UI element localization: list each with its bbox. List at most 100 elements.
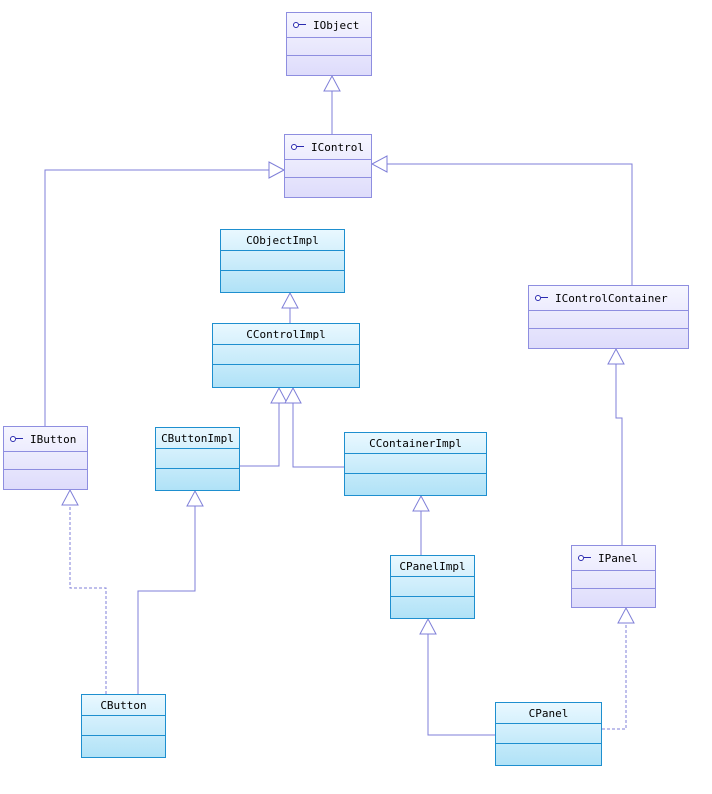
class-header: CContainerImpl bbox=[345, 433, 486, 453]
inheritance-arrowhead-icon bbox=[284, 386, 302, 404]
relation-line bbox=[69, 505, 107, 694]
class-header: IControlContainer bbox=[529, 286, 688, 310]
class-name: IControlContainer bbox=[555, 291, 668, 305]
operations-compartment bbox=[287, 55, 371, 75]
class-name: CButtonImpl bbox=[161, 431, 234, 445]
class-box-cbuttonimpl[interactable]: CButtonImpl bbox=[155, 427, 240, 491]
class-name: IPanel bbox=[598, 551, 638, 565]
relation-line bbox=[427, 634, 495, 736]
class-box-ipanel[interactable]: IPanel bbox=[571, 545, 656, 608]
class-box-ccontainerimpl[interactable]: CContainerImpl bbox=[344, 432, 487, 496]
relation-line bbox=[240, 403, 280, 467]
interface-lollipop-icon bbox=[578, 554, 592, 562]
class-box-ibutton[interactable]: IButton bbox=[3, 426, 88, 490]
attributes-compartment bbox=[213, 344, 359, 364]
operations-compartment bbox=[345, 473, 486, 495]
attributes-compartment bbox=[287, 37, 371, 55]
interface-lollipop-icon bbox=[293, 21, 307, 29]
inheritance-arrowhead-icon bbox=[419, 617, 437, 635]
inheritance-arrowhead-icon bbox=[323, 74, 341, 92]
attributes-compartment bbox=[529, 310, 688, 328]
relation-line bbox=[137, 506, 196, 694]
inheritance-arrowhead-icon bbox=[412, 494, 430, 512]
operations-compartment bbox=[496, 743, 601, 765]
class-name: IControl bbox=[311, 140, 364, 154]
inheritance-arrowhead-icon bbox=[186, 489, 204, 507]
inheritance-arrowhead-icon bbox=[270, 386, 288, 404]
class-name: CButton bbox=[100, 698, 147, 712]
operations-compartment bbox=[285, 177, 371, 197]
class-header: CControlImpl bbox=[213, 324, 359, 344]
class-header: IPanel bbox=[572, 546, 655, 570]
operations-compartment bbox=[156, 468, 239, 490]
relation-line bbox=[602, 623, 627, 730]
relation-ccontrolimpl-to-cobjectimpl bbox=[281, 291, 299, 323]
class-box-cobjectimpl[interactable]: CObjectImpl bbox=[220, 229, 345, 293]
inheritance-arrowhead-icon bbox=[607, 347, 625, 365]
class-box-cbutton[interactable]: CButton bbox=[81, 694, 166, 758]
relation-cbutton-to-cbuttonimpl bbox=[137, 489, 204, 694]
operations-compartment bbox=[391, 596, 474, 618]
attributes-compartment bbox=[82, 715, 165, 735]
class-name: CObjectImpl bbox=[246, 233, 319, 247]
relation-cpanel-to-ipanel bbox=[602, 606, 635, 730]
operations-compartment bbox=[221, 270, 344, 292]
class-header: CPanelImpl bbox=[391, 556, 474, 576]
inheritance-arrowhead-icon bbox=[61, 488, 79, 506]
class-name: CControlImpl bbox=[246, 327, 326, 341]
relation-cpanelimpl-to-ccontainerimpl bbox=[412, 494, 430, 555]
attributes-compartment bbox=[496, 723, 601, 743]
relation-cbuttonimpl-to-ccontrolimpl bbox=[240, 386, 288, 467]
operations-compartment bbox=[529, 328, 688, 348]
attributes-compartment bbox=[345, 453, 486, 473]
inheritance-arrowhead-icon bbox=[370, 155, 388, 173]
relation-ibutton-to-icontrol bbox=[44, 161, 286, 426]
interface-lollipop-icon bbox=[291, 143, 305, 151]
class-box-cpanel[interactable]: CPanel bbox=[495, 702, 602, 766]
relation-cbutton-to-ibutton bbox=[61, 488, 107, 694]
attributes-compartment bbox=[156, 448, 239, 468]
interface-lollipop-icon bbox=[535, 294, 549, 302]
operations-compartment bbox=[213, 364, 359, 387]
attributes-compartment bbox=[221, 250, 344, 270]
class-header: CButton bbox=[82, 695, 165, 715]
inheritance-arrowhead-icon bbox=[268, 161, 286, 179]
class-header: CPanel bbox=[496, 703, 601, 723]
relation-ipanel-to-icontrolcontainer bbox=[607, 347, 625, 545]
relation-line bbox=[387, 163, 633, 285]
class-name: CPanelImpl bbox=[399, 559, 466, 573]
class-box-icontrolcontainer[interactable]: IControlContainer bbox=[528, 285, 689, 349]
class-header: IButton bbox=[4, 427, 87, 451]
attributes-compartment bbox=[285, 159, 371, 177]
operations-compartment bbox=[4, 469, 87, 489]
class-box-cpanelimpl[interactable]: CPanelImpl bbox=[390, 555, 475, 619]
relation-line bbox=[292, 403, 344, 468]
relation-cpanel-to-cpanelimpl bbox=[419, 617, 495, 736]
attributes-compartment bbox=[4, 451, 87, 469]
relation-line bbox=[44, 169, 269, 426]
relation-ccontainerimpl-to-ccontrolimpl bbox=[284, 386, 344, 468]
class-name: CPanel bbox=[528, 706, 569, 720]
attributes-compartment bbox=[391, 576, 474, 596]
operations-compartment bbox=[82, 735, 165, 757]
class-box-icontrol[interactable]: IControl bbox=[284, 134, 372, 198]
class-header: IObject bbox=[287, 13, 371, 37]
inheritance-arrowhead-icon bbox=[281, 291, 299, 309]
relation-icontrolcontainer-to-icontrol bbox=[370, 155, 633, 285]
class-header: CObjectImpl bbox=[221, 230, 344, 250]
class-header: CButtonImpl bbox=[156, 428, 239, 448]
class-name: IObject bbox=[313, 18, 360, 32]
relation-icontrol-to-iobject bbox=[323, 74, 341, 134]
class-box-ccontrolimpl[interactable]: CControlImpl bbox=[212, 323, 360, 388]
class-box-iobject[interactable]: IObject bbox=[286, 12, 372, 76]
relation-line bbox=[615, 364, 623, 545]
inheritance-arrowhead-icon bbox=[617, 606, 635, 624]
class-name: CContainerImpl bbox=[369, 436, 462, 450]
operations-compartment bbox=[572, 588, 655, 607]
attributes-compartment bbox=[572, 570, 655, 588]
interface-lollipop-icon bbox=[10, 435, 24, 443]
class-header: IControl bbox=[285, 135, 371, 159]
class-name: IButton bbox=[30, 432, 77, 446]
